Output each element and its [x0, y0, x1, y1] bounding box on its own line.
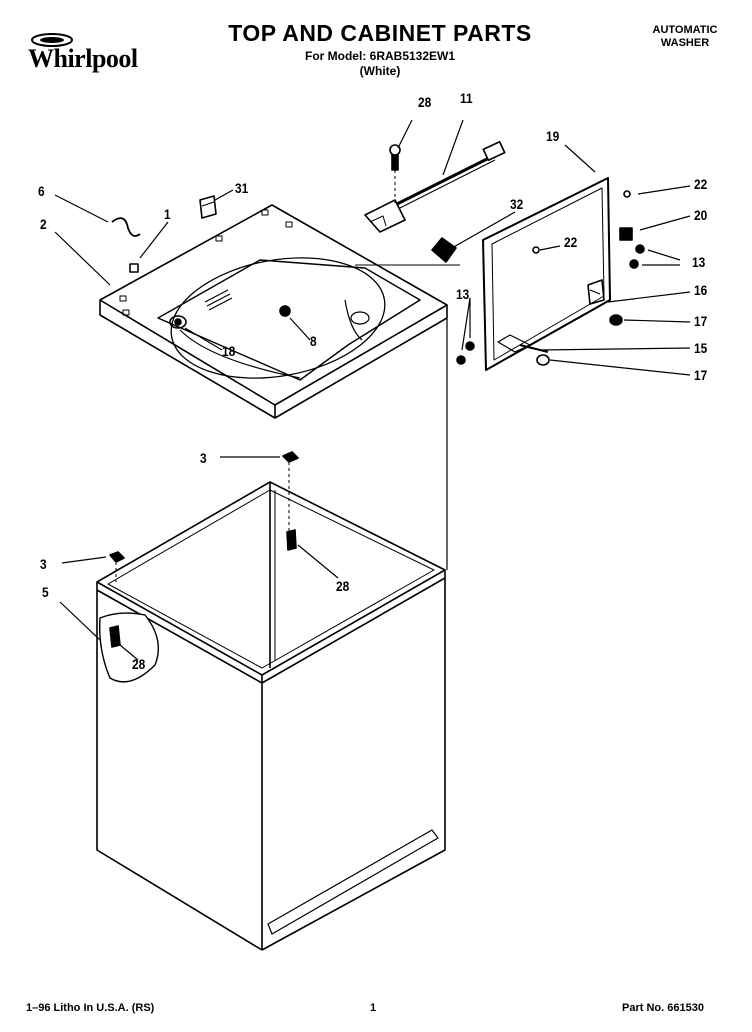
callout-16: 16	[694, 282, 708, 298]
screw-28-mid	[286, 529, 297, 551]
model-subtitle: For Model: 6RAB5132EW1	[304, 49, 456, 63]
callout-18: 18	[222, 343, 236, 359]
hinge-part-20	[619, 227, 633, 241]
callout-17-b: 17	[694, 367, 708, 383]
clip-3-left	[109, 551, 125, 563]
hinge-part-16	[587, 279, 605, 305]
screw-28-low	[109, 625, 121, 648]
page-number: 1	[370, 1002, 377, 1014]
page-title: TOP AND CABINET PARTS	[228, 20, 532, 46]
callout-3-a: 3	[200, 450, 207, 466]
spring-15	[519, 344, 549, 353]
callout-19: 19	[546, 128, 560, 144]
bumper-17-b	[536, 354, 550, 366]
callout-32: 32	[510, 196, 524, 212]
clip-part-31	[199, 195, 217, 219]
callout-2: 2	[40, 216, 47, 232]
callout-28-low: 28	[132, 656, 146, 672]
lid-bumper-22-a	[623, 190, 631, 198]
callout-22-a: 22	[694, 176, 708, 192]
callout-28-top: 28	[418, 94, 432, 110]
screws-13-left	[456, 341, 475, 365]
actuator-part-32	[431, 237, 457, 263]
hinge-clip-part-6	[111, 217, 141, 237]
washer-top-panel	[99, 204, 448, 419]
callout-20: 20	[694, 207, 708, 223]
bumper-part-1	[129, 263, 139, 273]
callout-13-b: 13	[456, 286, 470, 302]
logo-wordmark: Whirlpool	[28, 44, 138, 73]
category-line-1: AUTOMATIC	[652, 24, 718, 36]
callout-1: 1	[164, 206, 171, 222]
lid-switch-screw	[389, 144, 401, 171]
litho-note: 1–96 Litho In U.S.A. (RS)	[26, 1002, 155, 1014]
color-note: (White)	[359, 64, 401, 78]
callout-5: 5	[42, 584, 49, 600]
callout-15: 15	[694, 340, 708, 356]
lid-assembly	[482, 177, 611, 371]
callout-17-a: 17	[694, 313, 708, 329]
callout-8: 8	[310, 333, 317, 349]
clip-3-top	[282, 451, 299, 463]
hose-clamp-part	[169, 315, 187, 329]
callout-3-b: 3	[40, 556, 47, 572]
bumper-17-a	[609, 314, 623, 326]
callout-11: 11	[460, 90, 473, 106]
washer-cabinet	[96, 481, 446, 951]
harness-part	[364, 140, 506, 233]
callout-13-a: 13	[692, 254, 706, 270]
whirlpool-logo: Whirlpool	[22, 30, 157, 82]
top-screw-part	[279, 305, 291, 317]
callout-6: 6	[38, 183, 45, 199]
appliance-category: AUTOMATIC WASHER	[630, 24, 740, 50]
lid-bumper-22-b	[532, 246, 540, 254]
whirlpool-logo-graphic	[31, 33, 73, 47]
screws-13-right	[629, 244, 645, 269]
callout-28-mid: 28	[336, 578, 350, 594]
part-number: Part No. 661530	[622, 1002, 704, 1014]
category-line-2: WASHER	[660, 37, 710, 49]
leader-arrows	[54, 119, 691, 661]
callout-31: 31	[235, 180, 249, 196]
callout-22-b: 22	[564, 234, 578, 250]
